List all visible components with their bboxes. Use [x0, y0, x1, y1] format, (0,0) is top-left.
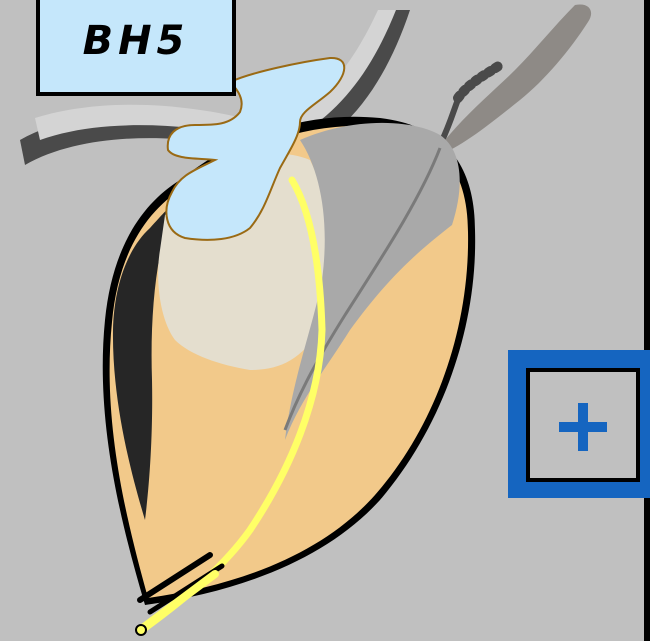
yellow-tip-end — [136, 625, 146, 635]
specimen-label-text: BH5 — [83, 18, 190, 64]
add-button[interactable] — [508, 350, 650, 498]
plus-icon — [530, 372, 636, 478]
right-edge-strip — [644, 0, 650, 641]
add-button-face[interactable] — [526, 368, 640, 482]
specimen-label: BH5 — [36, 0, 236, 96]
